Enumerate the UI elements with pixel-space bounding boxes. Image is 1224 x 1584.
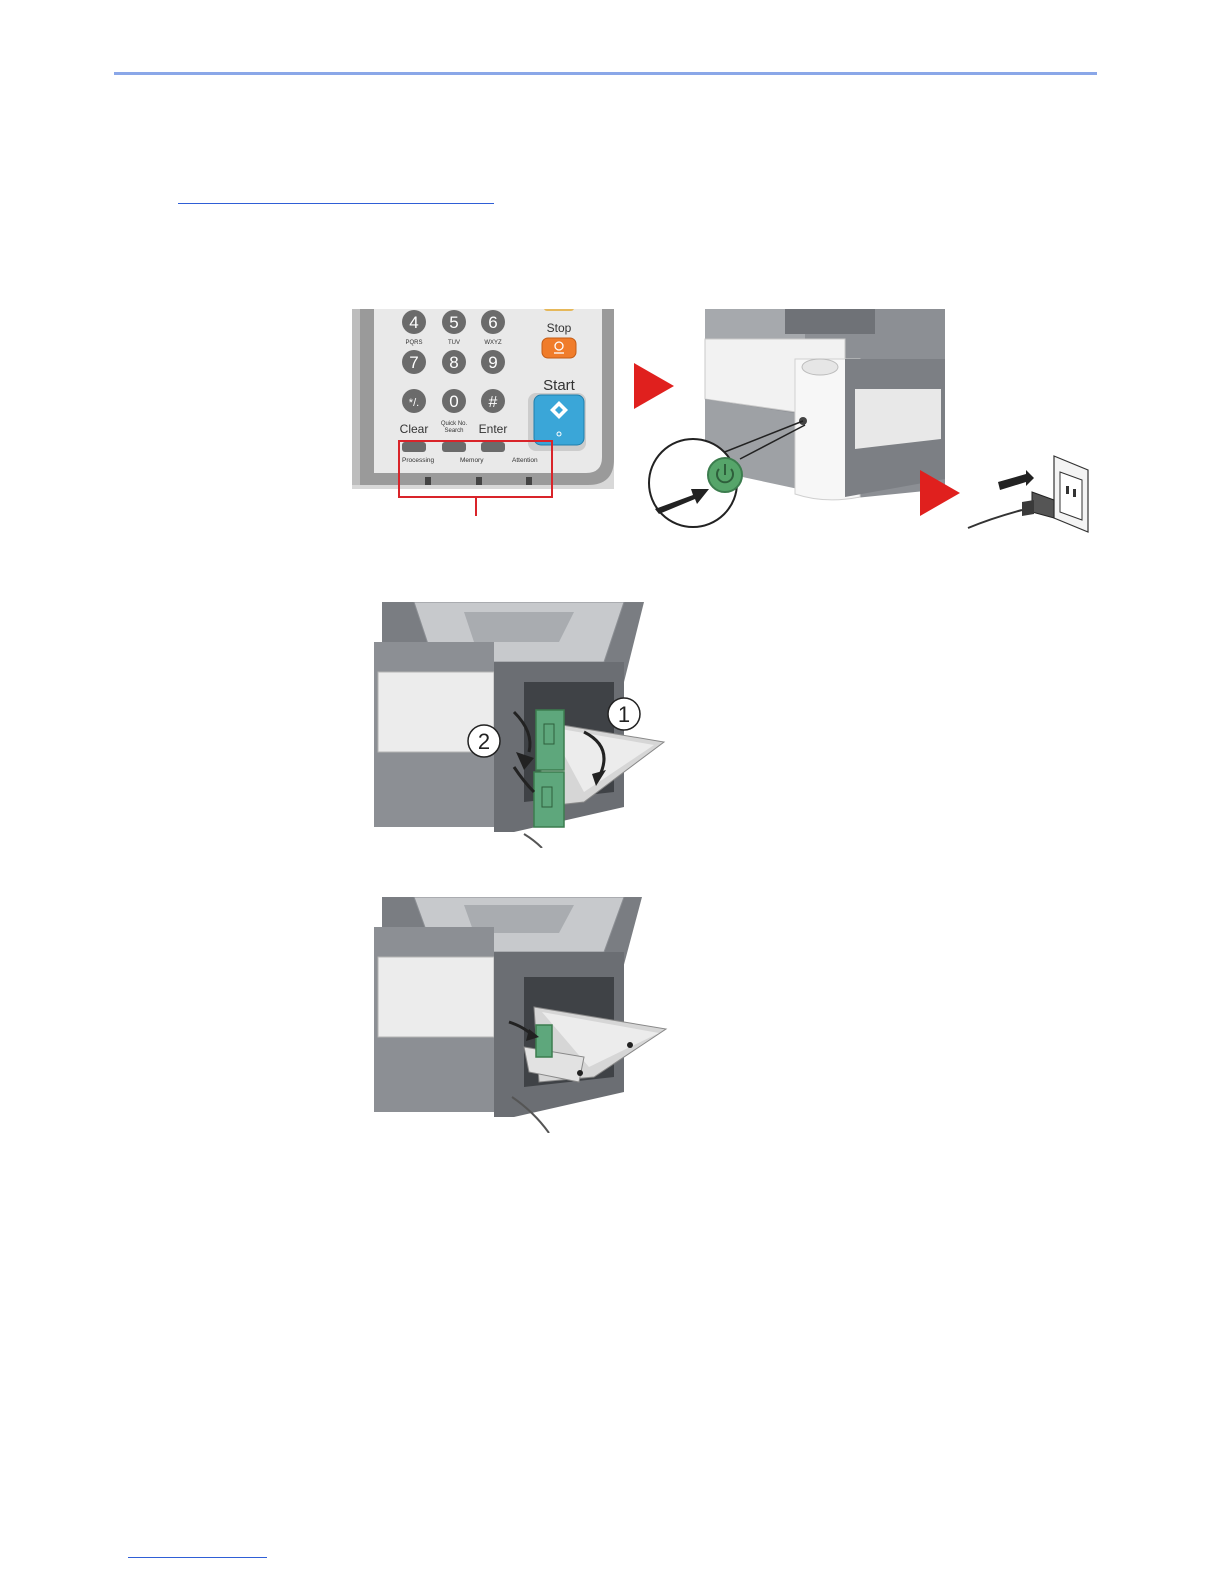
key-6[interactable]: 6 WXYZ [481, 310, 505, 346]
svg-text:PQRS: PQRS [405, 340, 422, 346]
key-asterisk[interactable]: */. [402, 389, 426, 413]
key-0[interactable]: 0 [442, 389, 466, 413]
svg-text:*/.: */. [409, 397, 419, 409]
svg-text:TUV: TUV [448, 340, 460, 346]
key-4[interactable]: 4 PQRS [402, 310, 426, 346]
svg-text:Start: Start [543, 377, 576, 394]
callout-1: 1 [608, 698, 640, 730]
rear-side-cover-illustration [374, 897, 674, 1133]
keypad: 4 PQRS 5 TUV 6 WXYZ 7 8 9 */. [402, 310, 505, 413]
svg-text:2: 2 [478, 729, 490, 754]
svg-text:5: 5 [449, 313, 458, 332]
key-8[interactable]: 8 [442, 350, 466, 374]
svg-text:#: # [489, 394, 498, 411]
key-7[interactable]: 7 [402, 350, 426, 374]
printer-front-illustration [645, 309, 945, 549]
svg-text:8: 8 [449, 353, 458, 372]
footer-link-underline[interactable] [128, 1557, 267, 1558]
indicator-processing: Processing [402, 457, 435, 464]
svg-text:Enter: Enter [479, 422, 508, 436]
svg-text:9: 9 [488, 353, 497, 372]
svg-text:1: 1 [618, 702, 630, 727]
svg-text:Quick No.: Quick No. [441, 421, 468, 427]
svg-text:0: 0 [449, 392, 458, 411]
key-9[interactable]: 9 [481, 350, 505, 374]
svg-text:6: 6 [488, 313, 497, 332]
header-rule [114, 72, 1097, 75]
svg-text:4: 4 [409, 313, 418, 332]
power-plug-icon [962, 452, 1092, 542]
indicator-attention: Attention [512, 457, 538, 464]
svg-text:Search: Search [444, 428, 463, 434]
svg-text:WXYZ: WXYZ [484, 340, 502, 346]
svg-text:Stop: Stop [547, 321, 572, 335]
link-underline[interactable] [178, 203, 494, 204]
indicator-memory: Memory [460, 457, 484, 464]
operation-panel-illustration: 4 PQRS 5 TUV 6 WXYZ 7 8 9 */. [352, 309, 614, 549]
callout-2: 2 [468, 725, 500, 757]
arrow-right-icon [920, 470, 960, 516]
rear-cover-open-illustration: 1 2 [374, 602, 674, 848]
svg-text:Clear: Clear [400, 422, 429, 436]
svg-text:7: 7 [409, 353, 418, 372]
key-hash[interactable]: # [481, 389, 505, 413]
